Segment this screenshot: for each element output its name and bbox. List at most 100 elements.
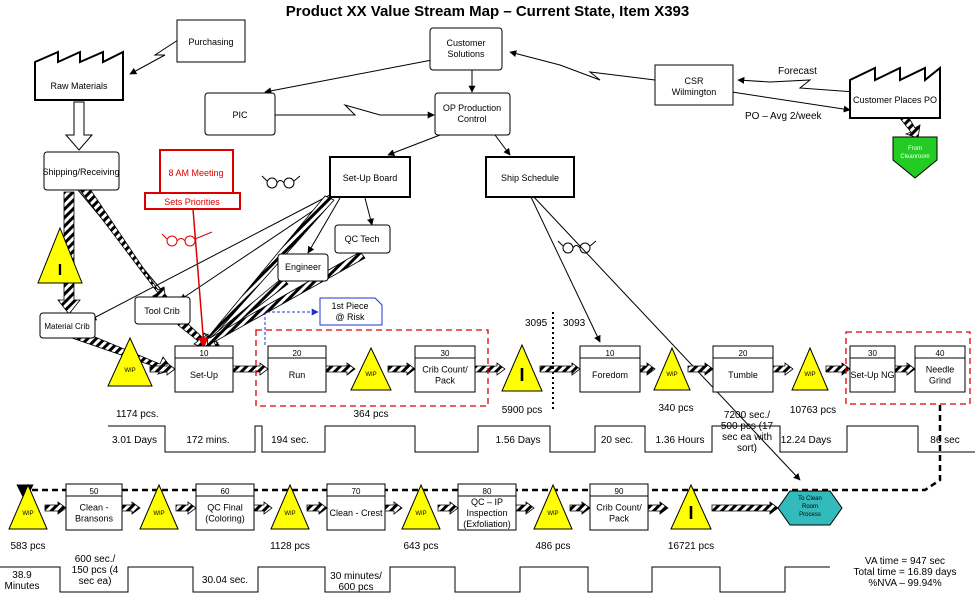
svg-text:WIP: WIP bbox=[153, 511, 164, 517]
svg-text:WIP: WIP bbox=[666, 372, 677, 378]
go-see-icon bbox=[161, 231, 213, 247]
row-connector bbox=[16, 405, 942, 502]
csr-line2: Wilmington bbox=[672, 87, 717, 97]
svg-text:Set-Up: Set-Up bbox=[190, 370, 218, 380]
svg-text:60: 60 bbox=[221, 487, 230, 496]
from-cleanroom-shape: From Cleanroom bbox=[892, 136, 938, 179]
qc-tech-label: QC Tech bbox=[345, 234, 380, 244]
page-title: Product XX Value Stream Map – Current St… bbox=[285, 3, 690, 20]
to-clean-room-line1: To Clean bbox=[798, 496, 822, 502]
push-arrow bbox=[772, 362, 794, 376]
svg-text:Set-Up NG: Set-Up NG bbox=[850, 370, 894, 380]
push-arrow bbox=[149, 362, 176, 376]
timeline-label: 172 mins. bbox=[186, 435, 230, 446]
from-cleanroom-line2: Cleanroom bbox=[900, 154, 929, 160]
customer-label: Customer Places PO bbox=[853, 95, 937, 105]
svg-text:10: 10 bbox=[200, 349, 209, 358]
svg-text:(Coloring): (Coloring) bbox=[205, 514, 245, 524]
svg-text:Tumble: Tumble bbox=[728, 370, 758, 380]
push-arrow bbox=[687, 362, 714, 376]
to-clean-room-shape: To Clean Room Process bbox=[777, 490, 843, 526]
svg-text:Bransons: Bransons bbox=[75, 514, 114, 524]
svg-text:I: I bbox=[688, 503, 693, 523]
svg-text:QC Final: QC Final bbox=[207, 503, 243, 513]
wip-triangle: WIP bbox=[653, 346, 691, 391]
timeline-label: 30 minutes/ 600 pcs bbox=[330, 571, 382, 593]
csr-box: CSR Wilmington bbox=[654, 64, 734, 106]
op-control-line1: OP Production bbox=[443, 103, 501, 113]
timeline-label: 20 sec. bbox=[600, 435, 634, 446]
push-arrow bbox=[437, 501, 459, 515]
inventory-label: 1128 pcs bbox=[270, 541, 310, 552]
summary-box: VA time = 947 sec Total time = 16.89 day… bbox=[850, 556, 960, 589]
timeline-label: 3.01 Days bbox=[112, 435, 158, 446]
wip-triangle: WIP bbox=[533, 483, 573, 530]
timeline-label: 600 sec./ 150 pcs (4 sec ea) bbox=[71, 554, 119, 587]
inventory-label: 16721 pcs bbox=[667, 541, 715, 552]
svg-text:Crib Count/: Crib Count/ bbox=[596, 503, 642, 513]
shipping-receiving-box: Shipping/Receiving bbox=[42, 151, 120, 191]
push-arrow bbox=[711, 501, 779, 515]
timeline-label: 38.9 Minutes bbox=[4, 570, 40, 592]
svg-text:Run: Run bbox=[289, 370, 306, 380]
wip-triangle: WIP bbox=[270, 483, 310, 530]
information-flows bbox=[77, 39, 856, 481]
svg-text:(Exfoliation): (Exfoliation) bbox=[463, 519, 511, 529]
to-clean-room-line2: Room bbox=[802, 504, 818, 510]
raw-materials-factory-icon: Raw Materials bbox=[34, 50, 124, 101]
timeline-label: 194 sec. bbox=[271, 435, 309, 446]
wip-triangle: WIP bbox=[791, 346, 829, 391]
shipping-label: Shipping/Receiving bbox=[42, 167, 119, 177]
svg-text:WIP: WIP bbox=[284, 511, 295, 517]
push-arrow bbox=[306, 501, 328, 515]
raw-materials-label: Raw Materials bbox=[50, 81, 108, 91]
inventory-label: 1174 pcs. bbox=[116, 409, 159, 420]
total-time: Total time = 16.89 days bbox=[853, 567, 957, 578]
wip-triangle: WIP bbox=[401, 483, 441, 530]
svg-text:Grind: Grind bbox=[929, 376, 951, 386]
customer-solutions-line1: Customer bbox=[446, 38, 485, 48]
timeline-label: 1.56 Days bbox=[495, 435, 541, 446]
qc-tech-box: QC Tech bbox=[334, 224, 391, 254]
wip-triangle: WIP bbox=[139, 483, 179, 530]
inventory-label: 5900 pcs bbox=[501, 405, 543, 416]
timeline-label: 86 sec bbox=[930, 435, 960, 446]
kaizen-boundaries bbox=[255, 329, 971, 407]
timeline-line bbox=[0, 566, 830, 593]
svg-text:I: I bbox=[519, 365, 524, 385]
sets-priorities-label: Sets Priorities bbox=[164, 197, 220, 207]
svg-text:70: 70 bbox=[352, 487, 361, 496]
tool-crib-box: Tool Crib bbox=[134, 296, 191, 325]
engineer-label: Engineer bbox=[285, 262, 321, 272]
push-arrow bbox=[384, 501, 403, 515]
first-piece-line1: 1st Piece bbox=[331, 301, 368, 311]
push-arrow bbox=[232, 362, 269, 376]
svg-text:Crib Count/: Crib Count/ bbox=[422, 365, 468, 375]
svg-text:30: 30 bbox=[441, 349, 450, 358]
timeline-label: 12.24 Days bbox=[780, 435, 832, 446]
push-arrow bbox=[387, 362, 416, 376]
timeline-row-1 bbox=[108, 425, 975, 453]
pic-box: PIC bbox=[204, 92, 276, 136]
push-arrow bbox=[121, 501, 141, 515]
svg-text:80: 80 bbox=[483, 487, 492, 496]
svg-text:Foredom: Foredom bbox=[592, 370, 628, 380]
svg-text:Clean -: Clean - bbox=[79, 503, 108, 513]
push-arrow bbox=[639, 362, 656, 376]
svg-text:Pack: Pack bbox=[609, 514, 630, 524]
svg-text:Needle: Needle bbox=[926, 365, 955, 375]
va-time: VA time = 947 sec bbox=[864, 556, 946, 567]
nva-percent: %NVA – 99.94% bbox=[868, 578, 942, 589]
material-crib-label: Material Crib bbox=[44, 322, 90, 331]
setup-board-box: Set-Up Board bbox=[329, 156, 411, 198]
